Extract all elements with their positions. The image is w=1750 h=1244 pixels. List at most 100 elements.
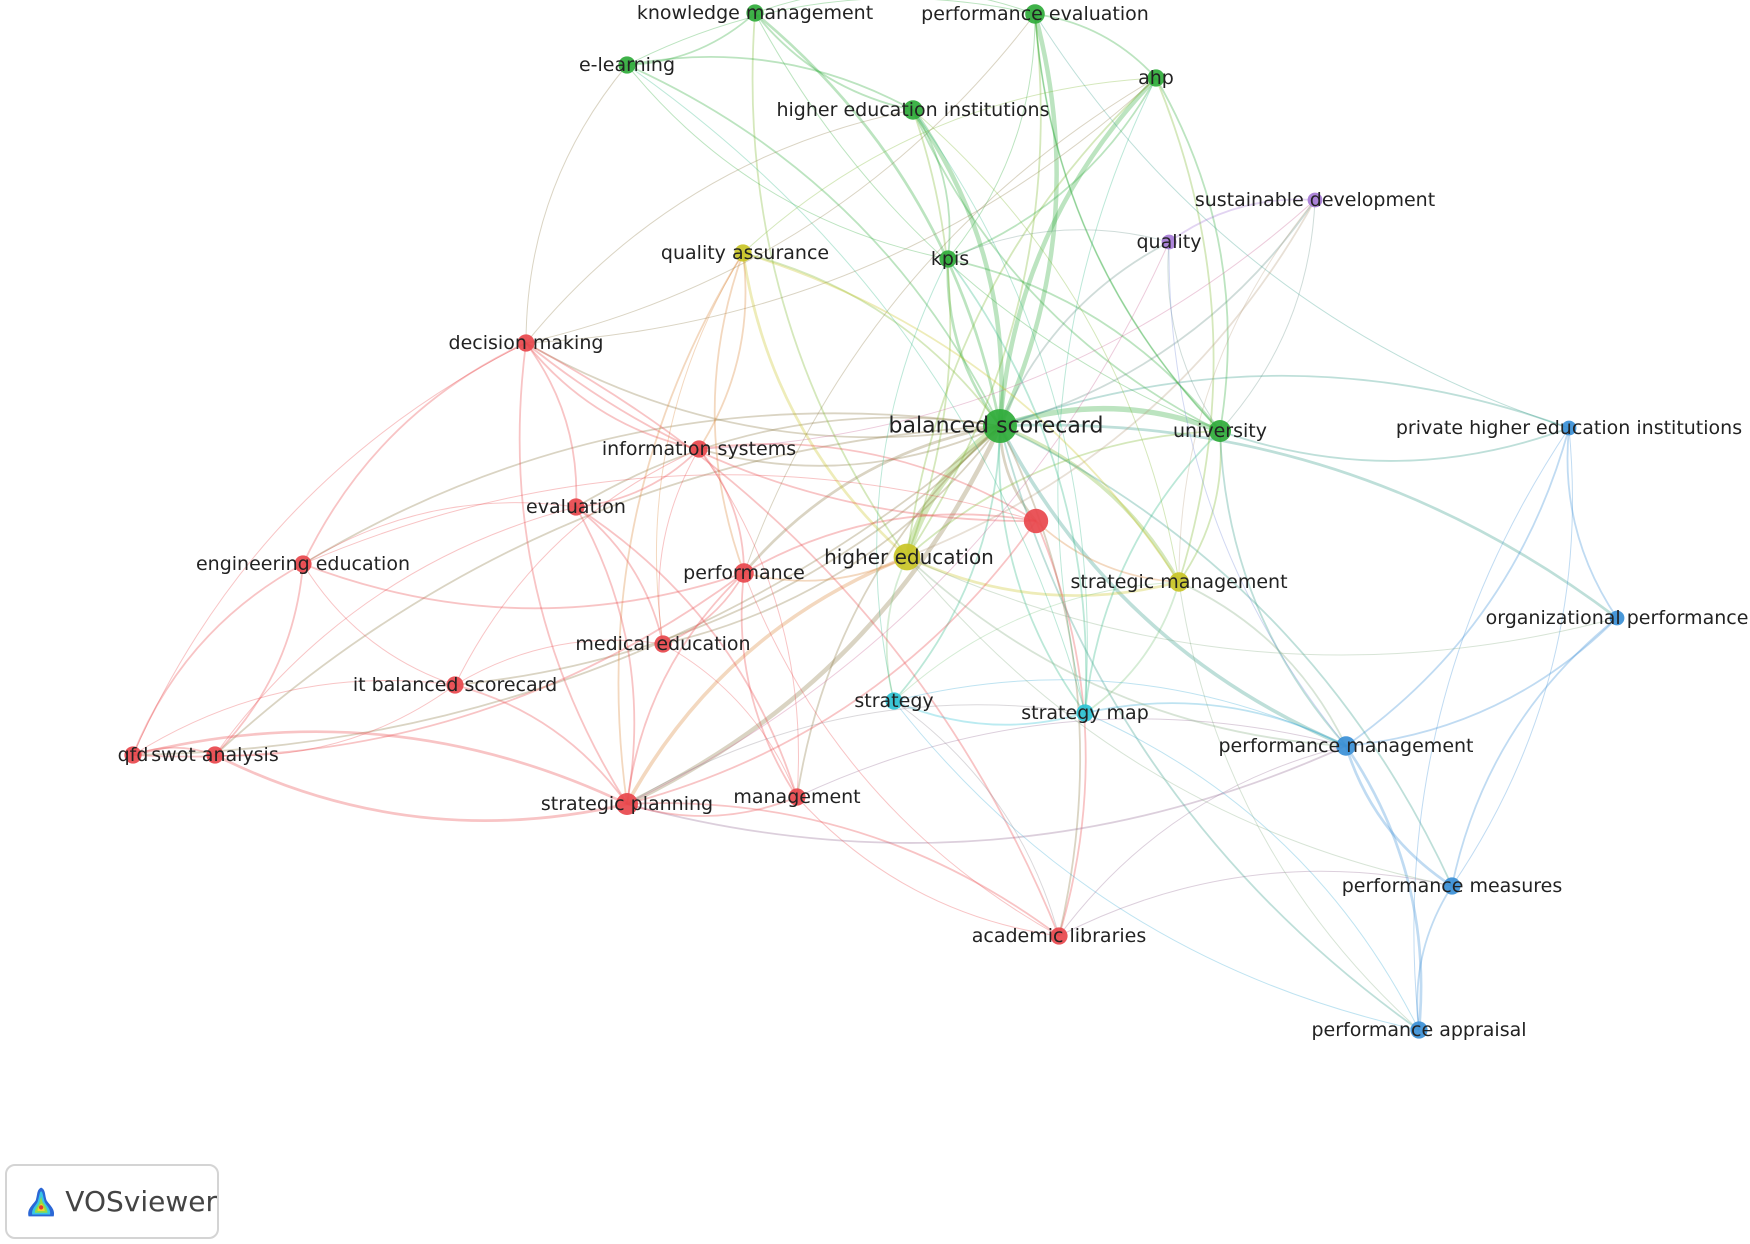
node-strategic-management[interactable]: [1169, 572, 1189, 592]
link-organizational_performance-higher_education: [906, 556, 1618, 656]
link-e_learning-strategy_map: [626, 64, 1086, 714]
node-e-learning[interactable]: [618, 56, 636, 74]
link-higher_education-strategy: [885, 556, 908, 702]
link-balanced_scorecard-knowledge_management: [754, 11, 1002, 427]
link-kpis-university: [947, 258, 1221, 432]
link-strategic_management-performance_management: [1178, 581, 1347, 747]
link-balanced_scorecard-quality_assurance: [742, 252, 1001, 427]
link-academic_libraries-performance_management: [1058, 745, 1347, 937]
label-performance-evaluation: performance evaluation: [921, 3, 1149, 25]
link-evaluation-swot_analysis: [214, 506, 577, 756]
link-balanced_scorecard-strategy: [893, 425, 1001, 702]
node-swot-analysis[interactable]: [206, 746, 224, 764]
link-kpis-strategy_map: [947, 258, 1087, 714]
link-performance_evaluation-university: [1034, 13, 1221, 432]
link-ahp-performance: [743, 77, 1157, 574]
node-decision-making[interactable]: [517, 334, 535, 352]
link-evaluation-engineering_education: [302, 502, 577, 565]
label-private-hei: private higher education institutions: [1396, 417, 1742, 439]
link-performance_measures-performance_appraisal: [1416, 885, 1453, 1031]
label-strategy-map: strategy map: [1021, 702, 1149, 724]
node-strategy[interactable]: [885, 692, 903, 710]
node-knowledge-management[interactable]: [746, 4, 764, 22]
node-information-systems[interactable]: [690, 440, 708, 458]
link-knowledge_management-higher_education_institutions: [754, 12, 914, 111]
link-university-private_hei: [1219, 427, 1570, 462]
link-balanced_scorecard-organizational_performance: [999, 423, 1618, 620]
link-organizational_performance-performance_measures: [1451, 617, 1618, 887]
node-unlabeled-red[interactable]: [1023, 508, 1049, 534]
link-unlabeled_red-decision_making: [525, 342, 1037, 522]
link-information_systems-performance: [698, 448, 745, 574]
link-balanced_scorecard-strategy_map: [998, 425, 1086, 714]
link-performance_evaluation-decision_making: [525, 13, 1036, 344]
link-unlabeled_red-strategic_management: [1035, 520, 1180, 583]
link-balanced_scorecard-engineering_education: [302, 412, 1001, 565]
node-quality[interactable]: [1161, 234, 1177, 250]
link-balanced_scorecard-information_systems: [698, 425, 1001, 467]
link-balanced_scorecard-qfd: [132, 425, 1001, 756]
link-engineering_education-unlabeled_red: [302, 474, 1037, 565]
link-strategic_planning-evaluation: [575, 506, 636, 805]
node-evaluation[interactable]: [567, 498, 585, 516]
node-academic-libraries[interactable]: [1050, 927, 1068, 945]
link-information_systems-evaluation: [575, 448, 700, 508]
link-private_hei-organizational_performance: [1566, 427, 1618, 619]
link-balanced_scorecard-decision_making: [525, 342, 1001, 439]
link-performance-academic_libraries: [743, 572, 1060, 937]
label-medical-education: medical education: [575, 633, 750, 655]
node-strategy-map[interactable]: [1076, 704, 1094, 722]
link-performance_management-management: [796, 718, 1347, 798]
link-balanced_scorecard-higher_education_institutions: [911, 108, 1004, 427]
link-organizational_performance-performance_management: [1345, 617, 1618, 747]
node-it-balanced-scorecard[interactable]: [446, 676, 464, 694]
node-management[interactable]: [788, 788, 806, 806]
label-it-balanced-scorecard: it balanced scorecard: [353, 674, 557, 696]
node-private-hei[interactable]: [1561, 420, 1577, 436]
node-performance-appraisal[interactable]: [1410, 1021, 1428, 1039]
node-strategic-planning[interactable]: [616, 793, 638, 815]
node-higher-education-institutions[interactable]: [903, 100, 923, 120]
link-quality_assurance-medical_education: [656, 252, 744, 645]
node-sustainable-development[interactable]: [1307, 192, 1323, 208]
link-sustainable_development-information_systems: [698, 199, 1316, 450]
label-decision-making: decision making: [449, 332, 604, 354]
link-performance_management-higher_education: [906, 556, 1347, 747]
label-balanced-scorecard: balanced scorecard: [889, 414, 1104, 439]
link-balanced_scorecard-medical_education: [662, 425, 1001, 645]
link-university-sustainable_development: [1219, 199, 1316, 432]
link-balanced_scorecard-sustainable_development: [999, 199, 1316, 427]
link-strategic_planning-decision_making: [518, 342, 628, 805]
link-decision_making-engineering_education: [302, 342, 527, 565]
node-qfd[interactable]: [124, 746, 142, 764]
node-performance-management[interactable]: [1336, 736, 1356, 756]
link-university-quality: [1167, 241, 1221, 432]
node-ahp[interactable]: [1147, 69, 1165, 87]
link-balanced_scorecard-quality: [999, 241, 1170, 427]
node-performance-evaluation[interactable]: [1025, 4, 1045, 24]
node-medical-education[interactable]: [654, 635, 672, 653]
node-university[interactable]: [1209, 420, 1231, 442]
node-quality-assurance[interactable]: [734, 244, 752, 262]
link-information_systems-it_balanced_scorecard: [454, 448, 700, 686]
label-performance-measures: performance measures: [1342, 875, 1563, 897]
label-ahp: ahp: [1138, 67, 1174, 89]
node-higher-education[interactable]: [893, 543, 921, 571]
link-strategy-strategy_map: [893, 700, 1086, 726]
link-kpis-strategy: [876, 258, 949, 702]
link-higher_education-knowledge_management: [751, 12, 908, 558]
link-higher_education-ahp: [906, 77, 1157, 558]
node-kpis[interactable]: [939, 250, 957, 268]
node-balanced-scorecard[interactable]: [983, 409, 1017, 443]
link-quality_assurance-information_systems: [698, 252, 747, 450]
node-performance-measures[interactable]: [1443, 877, 1461, 895]
link-university-performance_evaluation: [1034, 13, 1221, 432]
link-medical_education-management: [662, 643, 798, 798]
label-knowledge-management: knowledge management: [637, 2, 873, 24]
label-higher-education: higher education: [824, 545, 994, 569]
node-organizational-performance[interactable]: [1609, 610, 1625, 626]
node-engineering-education[interactable]: [294, 555, 312, 573]
node-performance[interactable]: [734, 563, 754, 583]
label-performance-appraisal: performance appraisal: [1311, 1019, 1526, 1041]
link-information_systems-management: [698, 448, 799, 798]
